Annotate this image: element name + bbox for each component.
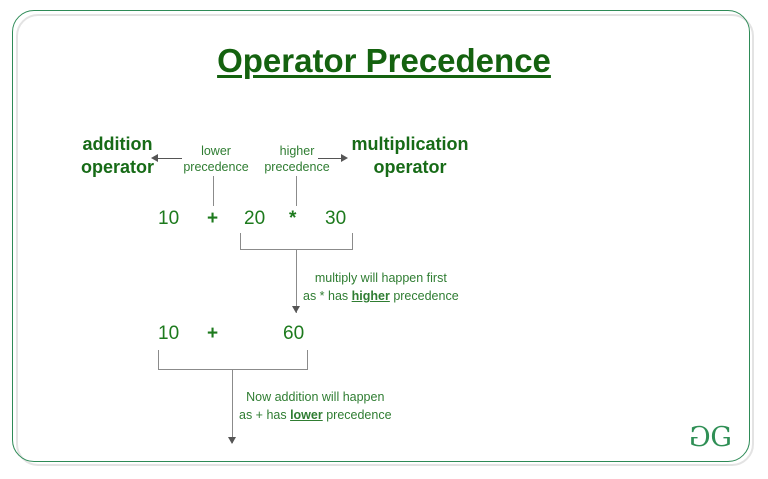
note-addition-line2: as + has lower precedence [239, 406, 392, 424]
note-multiply-line2: as * has higher precedence [303, 287, 459, 305]
page-title: Operator Precedence [217, 42, 551, 79]
expr1-operator-1: + [207, 208, 219, 229]
note-multiply-emphasis: higher [351, 289, 390, 304]
arrow-line-step-2-result [232, 369, 233, 443]
expr1-operand-2: 20 [244, 208, 266, 229]
label-higher-precedence-line1: higher [279, 144, 315, 158]
arrow-line-step-1-to-step-2 [296, 249, 297, 313]
arrow-head-to-multiplication-icon [341, 154, 348, 162]
label-addition-operator-line2: operator [80, 157, 154, 178]
bracket-1-right-tick [352, 233, 353, 250]
label-lower-precedence-line2: precedence [183, 160, 249, 175]
label-addition-operator: addition operator [70, 133, 165, 179]
expr1-operator-2: * [289, 208, 297, 229]
connector-lower-precedence-to-plus [213, 176, 214, 206]
geeksforgeeks-logo-icon: GG [690, 422, 732, 453]
label-higher-precedence-line2: precedence [264, 160, 330, 175]
expr1-operand-1: 10 [158, 208, 180, 229]
label-lower-precedence-line1: lower [201, 144, 231, 158]
arrow-head-step-2-result-icon [228, 437, 236, 444]
expr1-operand-3: 30 [325, 208, 347, 229]
logo-mark-left: G [690, 422, 711, 453]
arrow-head-to-addition-icon [151, 154, 158, 162]
slide-border-shadow [16, 14, 754, 466]
note-multiply-first: multiply will happen first as * has high… [303, 269, 459, 305]
arrow-line-to-addition [158, 158, 182, 159]
label-higher-precedence: higher precedence [258, 143, 336, 176]
bracket-2-bar [158, 369, 308, 370]
note-addition-line1: Now addition will happen [246, 390, 385, 404]
label-multiplication-operator-line1: multiplication [351, 134, 469, 154]
note-addition-suffix: precedence [322, 408, 392, 423]
note-multiply-prefix: as * has [303, 289, 352, 304]
expression-step-1: 10 + 20 * 30 [0, 208, 768, 232]
slide-border [12, 10, 750, 462]
note-multiply-suffix: precedence [389, 289, 459, 304]
expression-step-2: 10 + 60 [0, 323, 768, 347]
bracket-2-right-tick [307, 350, 308, 370]
note-multiply-line1: multiply will happen first [314, 271, 447, 285]
arrow-head-step-1-to-step-2-icon [292, 306, 300, 313]
label-multiplication-operator: multiplication operator [345, 133, 475, 179]
expr2-operand-1: 10 [158, 323, 180, 344]
label-lower-precedence: lower precedence [178, 143, 254, 176]
expr2-operand-2: 60 [283, 323, 305, 344]
note-addition-prefix: as + has [239, 408, 291, 423]
bracket-2-left-tick [158, 350, 159, 370]
note-addition-second: Now addition will happen as + has lower … [239, 388, 392, 424]
bracket-1-left-tick [240, 233, 241, 250]
connector-higher-precedence-to-star [296, 176, 297, 206]
label-addition-operator-line1: addition [82, 134, 153, 154]
label-multiplication-operator-line2: operator [373, 157, 447, 178]
expr2-operator-1: + [207, 323, 219, 344]
logo-mark-right: G [710, 422, 732, 453]
note-addition-emphasis: lower [290, 408, 323, 423]
arrow-line-to-multiplication [318, 158, 342, 159]
